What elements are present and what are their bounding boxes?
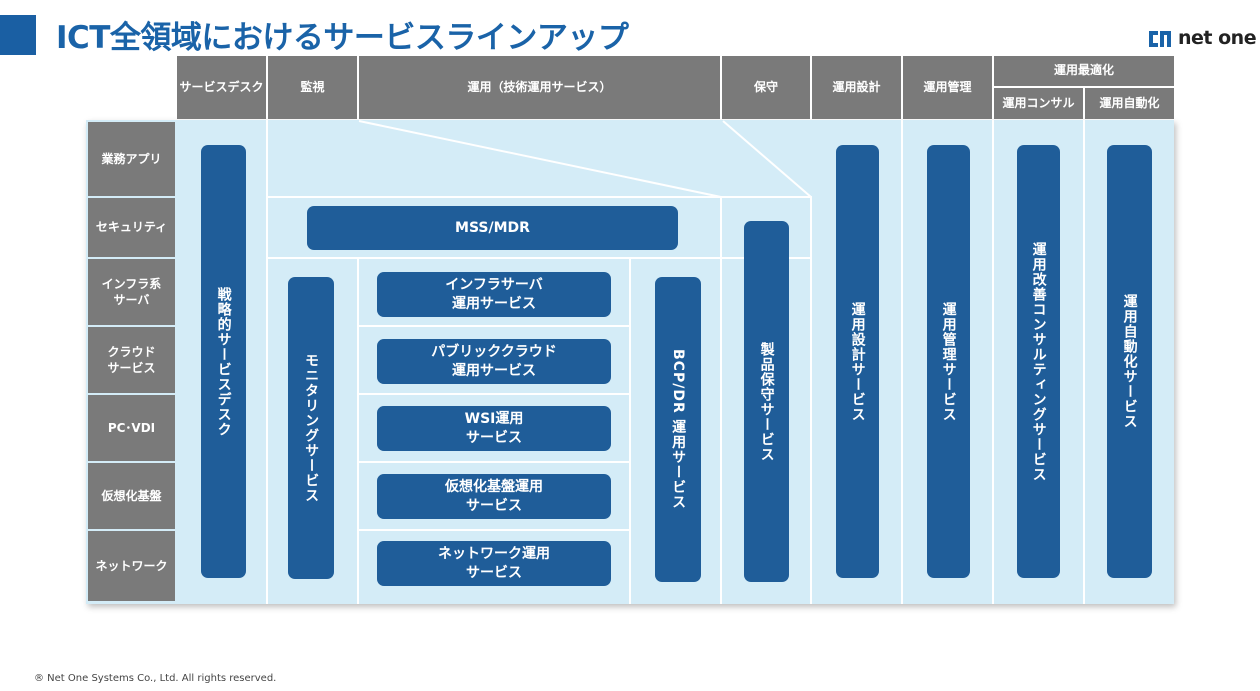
col-header-ops-design: 運用設計 — [812, 56, 901, 119]
monitoring-service-label: モニタリングサービス — [303, 353, 320, 503]
row-label-infra-server: インフラ系 サーバ — [88, 259, 175, 325]
grid-line — [901, 120, 903, 604]
col-header-maintenance: 保守 — [722, 56, 810, 119]
strategic-service-desk-label: 戦略的サービスデスク — [215, 286, 232, 437]
grid-line — [1083, 120, 1085, 604]
ops-automation-service-label: 運用自動化サービス — [1121, 294, 1138, 429]
ops-design-service-label: 運用設計サービス — [849, 301, 866, 422]
network-ops-line1: ネットワーク運用 — [438, 546, 550, 563]
page-title: ICT全領域におけるサービスラインアップ — [56, 20, 629, 56]
bcp-dr-label: BCP/DR 運用サービス — [670, 349, 687, 510]
col-header-ops-consulting: 運用コンサル — [994, 88, 1083, 119]
row-label-cloud: クラウド サービス — [88, 327, 175, 393]
bcp-dr-pill: BCP/DR 運用サービス — [655, 277, 701, 582]
grid-line — [359, 393, 629, 395]
virtualization-ops-pill: 仮想化基盤運用 サービス — [377, 474, 611, 519]
grid-line — [629, 257, 631, 604]
col-header-ops-automation: 運用自動化 — [1085, 88, 1174, 119]
row-label-pc-vdi: PC･VDI — [88, 395, 175, 461]
grid-line — [268, 257, 810, 259]
row-label-security: セキュリティ — [88, 198, 175, 257]
monitoring-service-pill: モニタリングサービス — [288, 277, 334, 579]
grid-line — [266, 120, 268, 604]
grid-line — [268, 196, 810, 198]
row-label-business-apps: 業務アプリ — [88, 122, 175, 196]
net-one-logo-mark-icon — [1149, 31, 1171, 47]
virtualization-ops-line2: サービス — [466, 497, 522, 514]
infra-server-ops-line1: インフラサーバ — [445, 277, 543, 294]
network-ops-pill: ネットワーク運用 サービス — [377, 541, 611, 586]
public-cloud-ops-pill: パブリッククラウド 運用サービス — [377, 339, 611, 384]
ops-improvement-consulting-label: 運用改善コンサルティングサービス — [1030, 241, 1047, 482]
grid-line — [359, 325, 629, 327]
row-label-network: ネットワーク — [88, 531, 175, 601]
col-header-ops-management: 運用管理 — [903, 56, 992, 119]
mss-mdr-pill: MSS/MDR — [307, 206, 678, 250]
wsi-ops-line1: WSI運用 — [464, 411, 524, 428]
grid-line — [357, 257, 359, 604]
grid-line — [992, 120, 994, 604]
row-label-cloud-line1: クラウド — [107, 344, 156, 359]
row-label-infra-server-line1: インフラ系 — [101, 276, 162, 291]
ops-design-service-pill: 運用設計サービス — [836, 145, 879, 578]
col-header-ops-optimization: 運用最適化 — [994, 56, 1174, 86]
title-accent-bar — [0, 15, 36, 55]
grid-line — [359, 461, 629, 463]
infra-server-ops-pill: インフラサーバ 運用サービス — [377, 272, 611, 317]
grid-line — [359, 529, 629, 531]
col-header-operation: 運用（技術運用サービス） — [359, 56, 720, 119]
wsi-ops-line2: サービス — [466, 429, 522, 446]
row-label-cloud-line2: サービス — [107, 361, 156, 375]
grid-line — [720, 196, 722, 604]
company-logo: net one — [1146, 26, 1257, 54]
copyright-footer: ® Net One Systems Co., Ltd. All rights r… — [34, 673, 277, 684]
grid-line — [810, 196, 812, 604]
product-maintenance-pill: 製品保守サービス — [744, 221, 789, 582]
product-maintenance-label: 製品保守サービス — [758, 341, 775, 462]
virtualization-ops-line1: 仮想化基盤運用 — [445, 479, 543, 496]
strategic-service-desk-pill: 戦略的サービスデスク — [201, 145, 246, 578]
public-cloud-ops-line2: 運用サービス — [452, 362, 536, 379]
public-cloud-ops-line1: パブリッククラウド — [431, 344, 557, 361]
ops-management-service-pill: 運用管理サービス — [927, 145, 970, 578]
row-label-virtualization: 仮想化基盤 — [88, 463, 175, 529]
ops-management-service-label: 運用管理サービス — [940, 301, 957, 422]
infra-server-ops-line2: 運用サービス — [452, 295, 536, 312]
row-label-infra-server-line2: サーバ — [113, 293, 150, 307]
ops-automation-service-pill: 運用自動化サービス — [1107, 145, 1152, 578]
col-header-monitoring: 監視 — [268, 56, 357, 119]
col-header-service-desk: サービスデスク — [177, 56, 266, 119]
network-ops-line2: サービス — [466, 564, 522, 581]
ops-improvement-consulting-pill: 運用改善コンサルティングサービス — [1017, 145, 1060, 578]
wsi-ops-pill: WSI運用 サービス — [377, 406, 611, 451]
logo-text: net one — [1178, 27, 1257, 49]
